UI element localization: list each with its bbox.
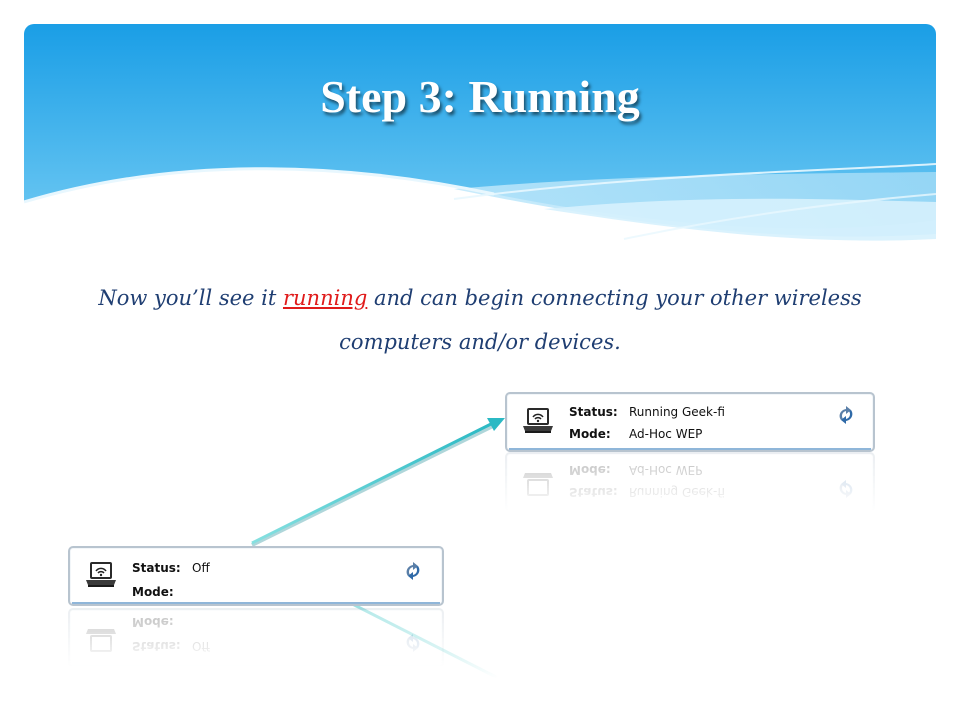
mode-label: Mode:: [569, 427, 611, 441]
reflection-mode-row: Mode: Ad-Hoc WEP: [569, 460, 702, 480]
reflection-status-row: Status: Running Geek-fi: [569, 482, 725, 502]
reflection-panel: Status: Running Geek-fi Mode: Ad-Hoc WEP: [505, 452, 875, 512]
arrow-shadow: [251, 423, 496, 547]
status-panel-off: Status: Off Mode:: [68, 546, 444, 606]
status-label: Status:: [132, 561, 181, 575]
laptop-wifi-icon: [86, 629, 116, 652]
refresh-arrows-icon[interactable]: [402, 560, 424, 582]
reflection-mode-label: Mode:: [132, 615, 174, 629]
body-text-after: and can begin connecting your other wire…: [339, 286, 862, 354]
reflection-mode-value: Ad-Hoc WEP: [629, 463, 703, 477]
status-panel-running-reflection: Status: Running Geek-fi Mode: Ad-Hoc WEP: [505, 452, 875, 512]
reflection-status-value: Running Geek-fi: [629, 485, 725, 499]
reflection-mode-label: Mode:: [569, 463, 611, 477]
reflection-status-label: Status:: [569, 485, 618, 499]
arrow-head: [487, 418, 505, 431]
mode-row: Mode:: [132, 582, 192, 602]
reflection-status-value: Off: [192, 639, 210, 653]
status-row: Status: Running Geek-fi: [569, 402, 725, 422]
panel-divider: [72, 602, 440, 604]
panel-divider: [509, 448, 871, 450]
laptop-wifi-icon: [523, 473, 553, 496]
refresh-arrows-icon: [406, 634, 420, 652]
status-panel-running: Status: Running Geek-fi Mode: Ad-Hoc WEP: [505, 392, 875, 452]
body-text-highlight: running: [282, 286, 368, 310]
status-value: Off: [192, 561, 210, 575]
arrow-to-running: [251, 421, 494, 545]
mode-label: Mode:: [132, 585, 174, 599]
header-waves: [24, 24, 936, 264]
refresh-arrows-icon[interactable]: [835, 404, 857, 426]
body-text-before: Now you’ll see it: [98, 286, 283, 310]
reflection-panel: Status: Off Mode:: [68, 608, 444, 668]
reflection-status-row: Status: Off: [132, 636, 210, 656]
refresh-arrows-icon: [839, 480, 853, 498]
mode-value: Ad-Hoc WEP: [629, 427, 703, 441]
status-row: Status: Off: [132, 558, 210, 578]
laptop-wifi-icon: [86, 562, 116, 587]
reflection-mode-row: Mode:: [132, 612, 192, 632]
reflection-status-label: Status:: [132, 639, 181, 653]
slide-title: Step 3: Running: [320, 71, 640, 122]
status-value: Running Geek-fi: [629, 405, 725, 419]
mode-row: Mode: Ad-Hoc WEP: [569, 424, 702, 444]
laptop-wifi-icon: [523, 408, 553, 433]
status-label: Status:: [569, 405, 618, 419]
status-panel-off-reflection: Status: Off Mode:: [68, 606, 444, 668]
header-band: [24, 24, 936, 264]
body-paragraph: Now you’ll see it running and can begin …: [60, 276, 900, 364]
